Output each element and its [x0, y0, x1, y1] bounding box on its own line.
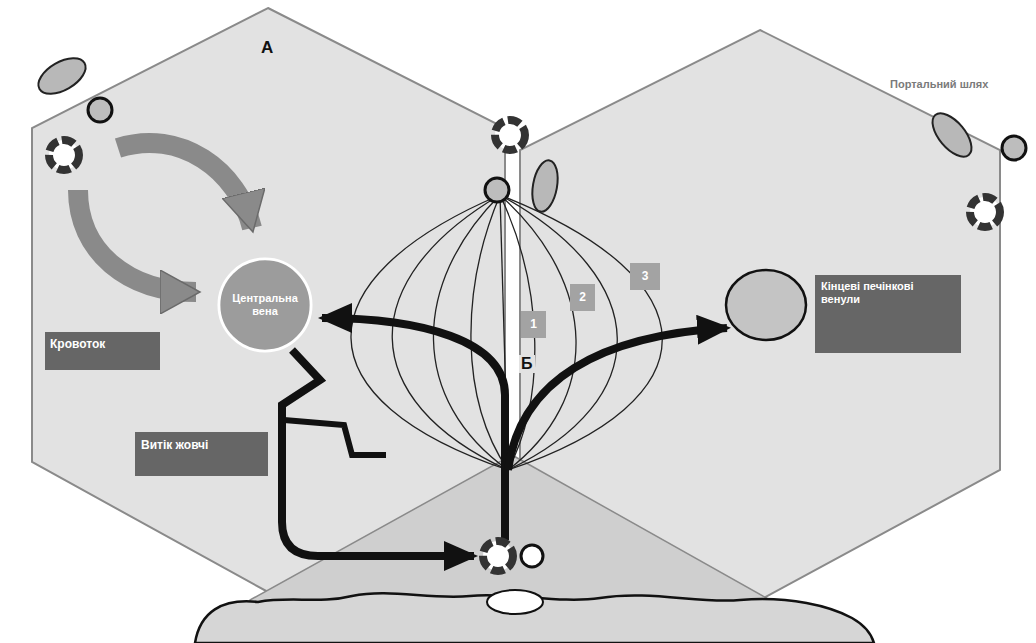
label-box: Кінцеві печінкові венули — [815, 275, 961, 353]
bile-arrow — [282, 350, 474, 556]
portal-triad — [483, 541, 543, 614]
zone-number: 3 — [630, 263, 660, 290]
flow-arrow — [78, 190, 196, 292]
callout-number: 1 — [524, 317, 543, 331]
label-box: Кровоток — [45, 332, 160, 370]
region-caption: Портальний шлях — [888, 78, 990, 90]
portal-triad — [925, 107, 1026, 227]
blood-arrow — [508, 328, 727, 470]
label-box: Витік жовчі — [135, 432, 268, 476]
central-vein: Центральна вена — [217, 257, 313, 353]
box-label: Кровоток — [50, 337, 155, 351]
portal-triad — [32, 51, 112, 170]
bile-bracket — [284, 420, 386, 455]
zone-number: 1 — [521, 311, 546, 338]
box-label: Витік жовчі — [141, 438, 262, 452]
box-label: Кінцеві печінкові венули — [821, 280, 955, 306]
flow-arrow — [118, 143, 252, 228]
blood-arrow — [322, 318, 505, 540]
vein-name: Центральна вена — [224, 292, 306, 318]
callout-number: 3 — [634, 269, 656, 283]
zone-number: 2 — [570, 284, 595, 311]
vein-circle — [219, 259, 311, 351]
callout-number: 2 — [573, 290, 592, 304]
zone-letter: Б — [519, 355, 535, 373]
terminal-venule — [726, 270, 806, 340]
zone-letter: А — [259, 38, 275, 58]
portal-triad — [485, 120, 561, 214]
